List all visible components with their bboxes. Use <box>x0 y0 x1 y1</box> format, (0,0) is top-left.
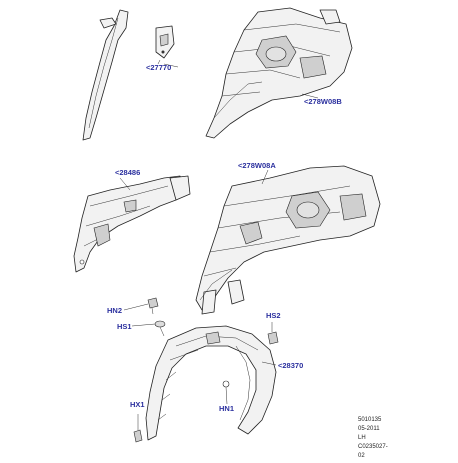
leader-27770 <box>163 63 179 68</box>
fastener-hn2[interactable] <box>147 297 159 315</box>
leader-278W08B <box>301 93 319 99</box>
footer-side: LH <box>358 435 366 441</box>
footer-block: 5010135 05-2011 LH C0235027-02 <box>358 416 388 461</box>
leader-hs1 <box>131 323 156 327</box>
part-27770-pillar[interactable] <box>82 9 175 141</box>
callout-28370[interactable]: <28370 <box>278 361 303 370</box>
part-278W08B-wheelhouse[interactable] <box>205 7 353 139</box>
callout-hn1[interactable]: HN1 <box>219 404 234 413</box>
callout-hs1[interactable]: HS1 <box>117 322 132 331</box>
part-28370-liner[interactable] <box>145 325 277 441</box>
fastener-hx1[interactable] <box>133 414 143 443</box>
callout-278W08B[interactable]: <278W08B <box>304 97 342 106</box>
callout-278W08A[interactable]: <278W08A <box>238 161 276 170</box>
fastener-hs1[interactable] <box>154 320 166 337</box>
leader-28486 <box>119 177 131 191</box>
leader-28370 <box>261 361 277 366</box>
leader-278W08A <box>261 169 269 185</box>
fastener-hs2[interactable] <box>267 322 279 345</box>
callout-27770[interactable]: <27770 <box>146 63 171 72</box>
footer-ref: 5010135 <box>358 417 382 423</box>
part-28486-panel[interactable] <box>73 175 191 273</box>
callout-hx1[interactable]: HX1 <box>130 400 145 409</box>
leader-hn2 <box>123 303 149 311</box>
footer-date: 05-2011 <box>358 426 380 432</box>
callout-hn2[interactable]: HN2 <box>107 306 122 315</box>
callout-28486[interactable]: <28486 <box>115 168 140 177</box>
callout-hs2[interactable]: HS2 <box>266 311 281 320</box>
footer-code: C0235027-02 <box>358 444 388 459</box>
part-278W08A-wheelhouse[interactable] <box>195 165 381 315</box>
